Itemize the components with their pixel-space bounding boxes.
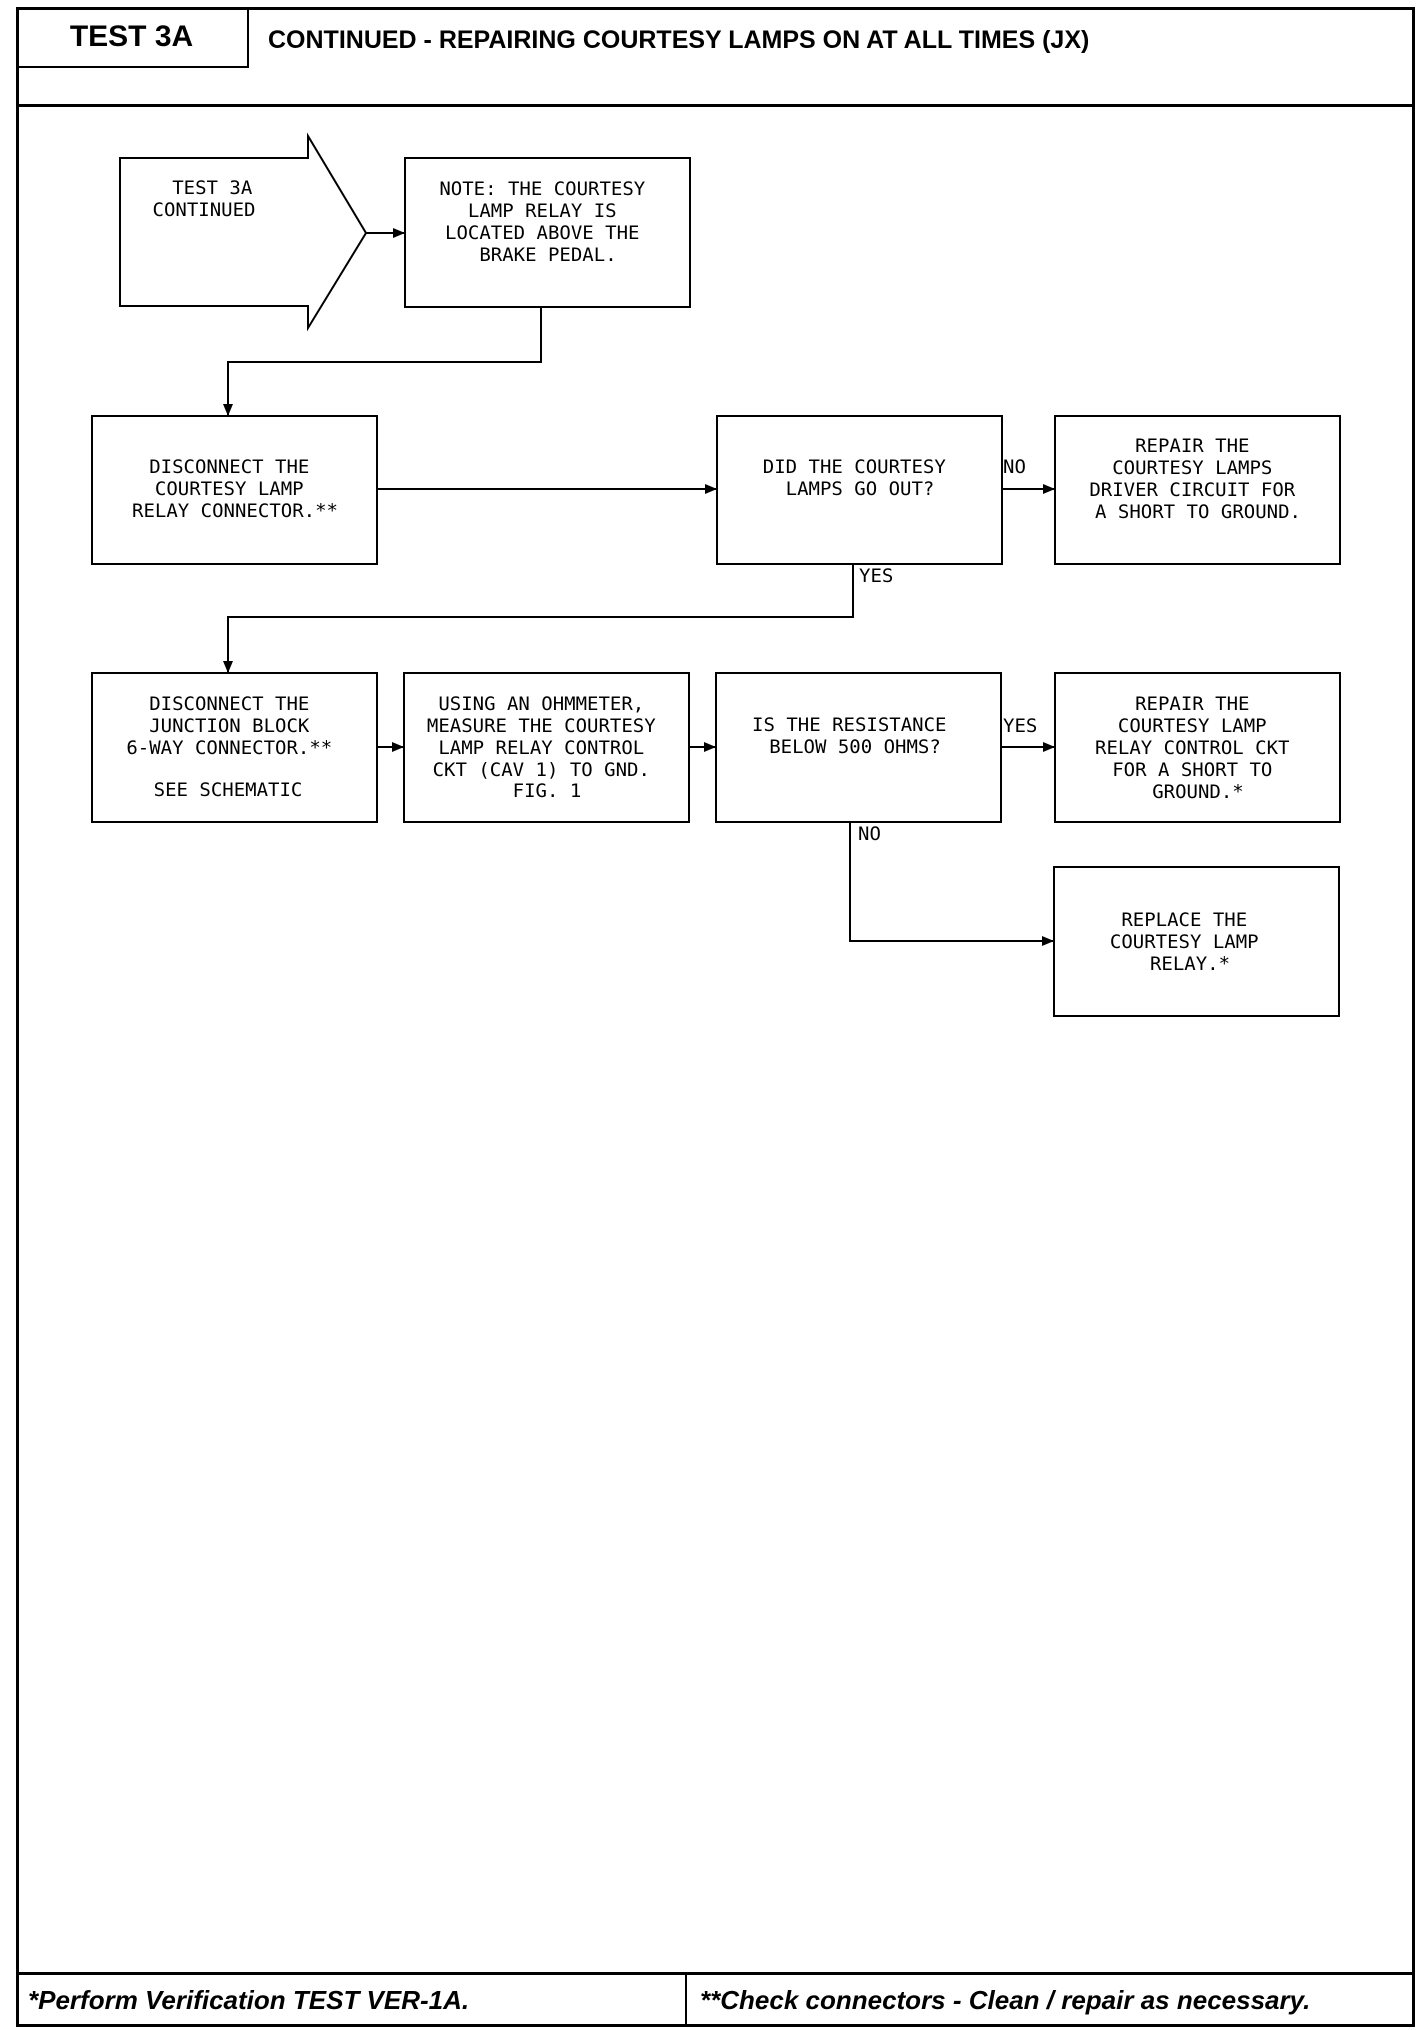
lamps-out-line: LAMPS GO OUT?	[786, 478, 935, 500]
connector-resistance-no	[849, 822, 1054, 946]
footer-column-divider	[685, 1974, 687, 2026]
note-box	[404, 157, 691, 308]
page-frame	[16, 7, 1415, 2027]
page-title: CONTINUED - REPAIRING COURTESY LAMPS ON …	[268, 25, 1090, 54]
repair-driver-line: REPAIR THE	[1135, 435, 1249, 457]
disconnect-junction-line: 6-WAY CONNECTOR.**	[126, 737, 332, 759]
replace-relay-text: REPLACE THE COURTESY LAMP RELAY.*	[1110, 909, 1270, 975]
disconnect-relay-line: RELAY CONNECTOR.**	[132, 500, 338, 522]
repair-driver-line: DRIVER CIRCUIT FOR	[1089, 479, 1295, 501]
start-line: TEST 3A	[172, 177, 253, 199]
connector-question-yes	[223, 564, 854, 673]
repair-driver-line: A SHORT TO GROUND.	[1095, 501, 1301, 523]
footer-divider	[16, 1972, 1415, 1975]
connector-note-to-disconnect	[223, 307, 542, 416]
repair-control-line: GROUND.*	[1152, 781, 1244, 803]
resistance-question-box	[715, 672, 1002, 823]
start-text: TEST 3A CONTINUED	[153, 177, 264, 221]
resistance-question-line: BELOW 500 OHMS?	[769, 736, 941, 758]
footer-connector-note: **Check connectors - Clean / repair as n…	[700, 1984, 1311, 2015]
label-yes-2: YES	[1003, 715, 1037, 737]
lamps-out-question-text: DID THE COURTESY LAMPS GO OUT?	[763, 456, 957, 500]
measure-resistance-text: USING AN OHMMETER, MEASURE THE COURTESY …	[427, 693, 667, 802]
repair-control-line: RELAY CONTROL CKT	[1095, 737, 1289, 759]
start-arrow-shape	[119, 132, 368, 332]
replace-relay-line: COURTESY LAMP	[1110, 931, 1259, 953]
repair-control-line: FOR A SHORT TO	[1112, 759, 1272, 781]
repair-driver-circuit-box	[1054, 415, 1341, 565]
label-no-1: NO	[1003, 456, 1026, 478]
replace-relay-box	[1053, 866, 1340, 1017]
lamps-out-line: DID THE COURTESY	[763, 456, 947, 478]
measure-resistance-box	[403, 672, 690, 823]
replace-relay-line: RELAY.*	[1150, 953, 1230, 975]
measure-line: LAMP RELAY CONTROL	[438, 737, 644, 759]
disconnect-junction-text: DISCONNECT THE JUNCTION BLOCK 6-WAY CONN…	[126, 693, 343, 801]
repair-control-ckt-box	[1054, 672, 1341, 823]
disconnect-junction-line: DISCONNECT THE	[149, 693, 309, 715]
repair-driver-circuit-text: REPAIR THE COURTESY LAMPS DRIVER CIRCUIT…	[1089, 435, 1306, 523]
measure-line: MEASURE THE COURTESY	[427, 715, 656, 737]
replace-relay-line: REPLACE THE	[1121, 909, 1247, 931]
note-text: NOTE: THE COURTESY LAMP RELAY IS LOCATED…	[439, 178, 656, 266]
repair-control-ckt-text: REPAIR THE COURTESY LAMP RELAY CONTROL C…	[1095, 693, 1301, 803]
repair-driver-line: COURTESY LAMPS	[1112, 457, 1272, 479]
disconnect-junction-line: SEE SCHEMATIC	[154, 779, 303, 801]
disconnect-relay-text: DISCONNECT THE COURTESY LAMP RELAY CONNE…	[132, 456, 338, 522]
disconnect-relay-line: DISCONNECT THE	[149, 456, 309, 478]
note-line: LOCATED ABOVE THE	[445, 222, 639, 244]
test-label: TEST 3A	[16, 7, 249, 68]
repair-control-line: REPAIR THE	[1135, 693, 1249, 715]
header-divider	[16, 104, 1415, 107]
disconnect-junction-box	[91, 672, 378, 823]
measure-line: USING AN OHMMETER,	[438, 693, 644, 715]
measure-line: CKT (CAV 1) TO GND.	[433, 759, 650, 781]
start-line: CONTINUED	[153, 199, 256, 221]
resistance-question-text: IS THE RESISTANCE BELOW 500 OHMS?	[752, 714, 958, 758]
note-line: LAMP RELAY IS	[468, 200, 617, 222]
measure-line: FIG. 1	[513, 780, 582, 802]
note-line: BRAKE PEDAL.	[479, 244, 616, 266]
disconnect-junction-line: JUNCTION BLOCK	[149, 715, 310, 737]
note-line: NOTE: THE COURTESY	[439, 178, 645, 200]
label-yes-1: YES	[859, 565, 893, 587]
label-no-2: NO	[858, 823, 881, 845]
repair-control-line: COURTESY LAMP	[1118, 715, 1267, 737]
disconnect-relay-line: COURTESY LAMP	[155, 478, 304, 500]
footer-verification-note: *Perform Verification TEST VER-1A.	[28, 1984, 470, 2015]
resistance-question-line: IS THE RESISTANCE	[752, 714, 946, 736]
disconnect-relay-box	[91, 415, 378, 565]
